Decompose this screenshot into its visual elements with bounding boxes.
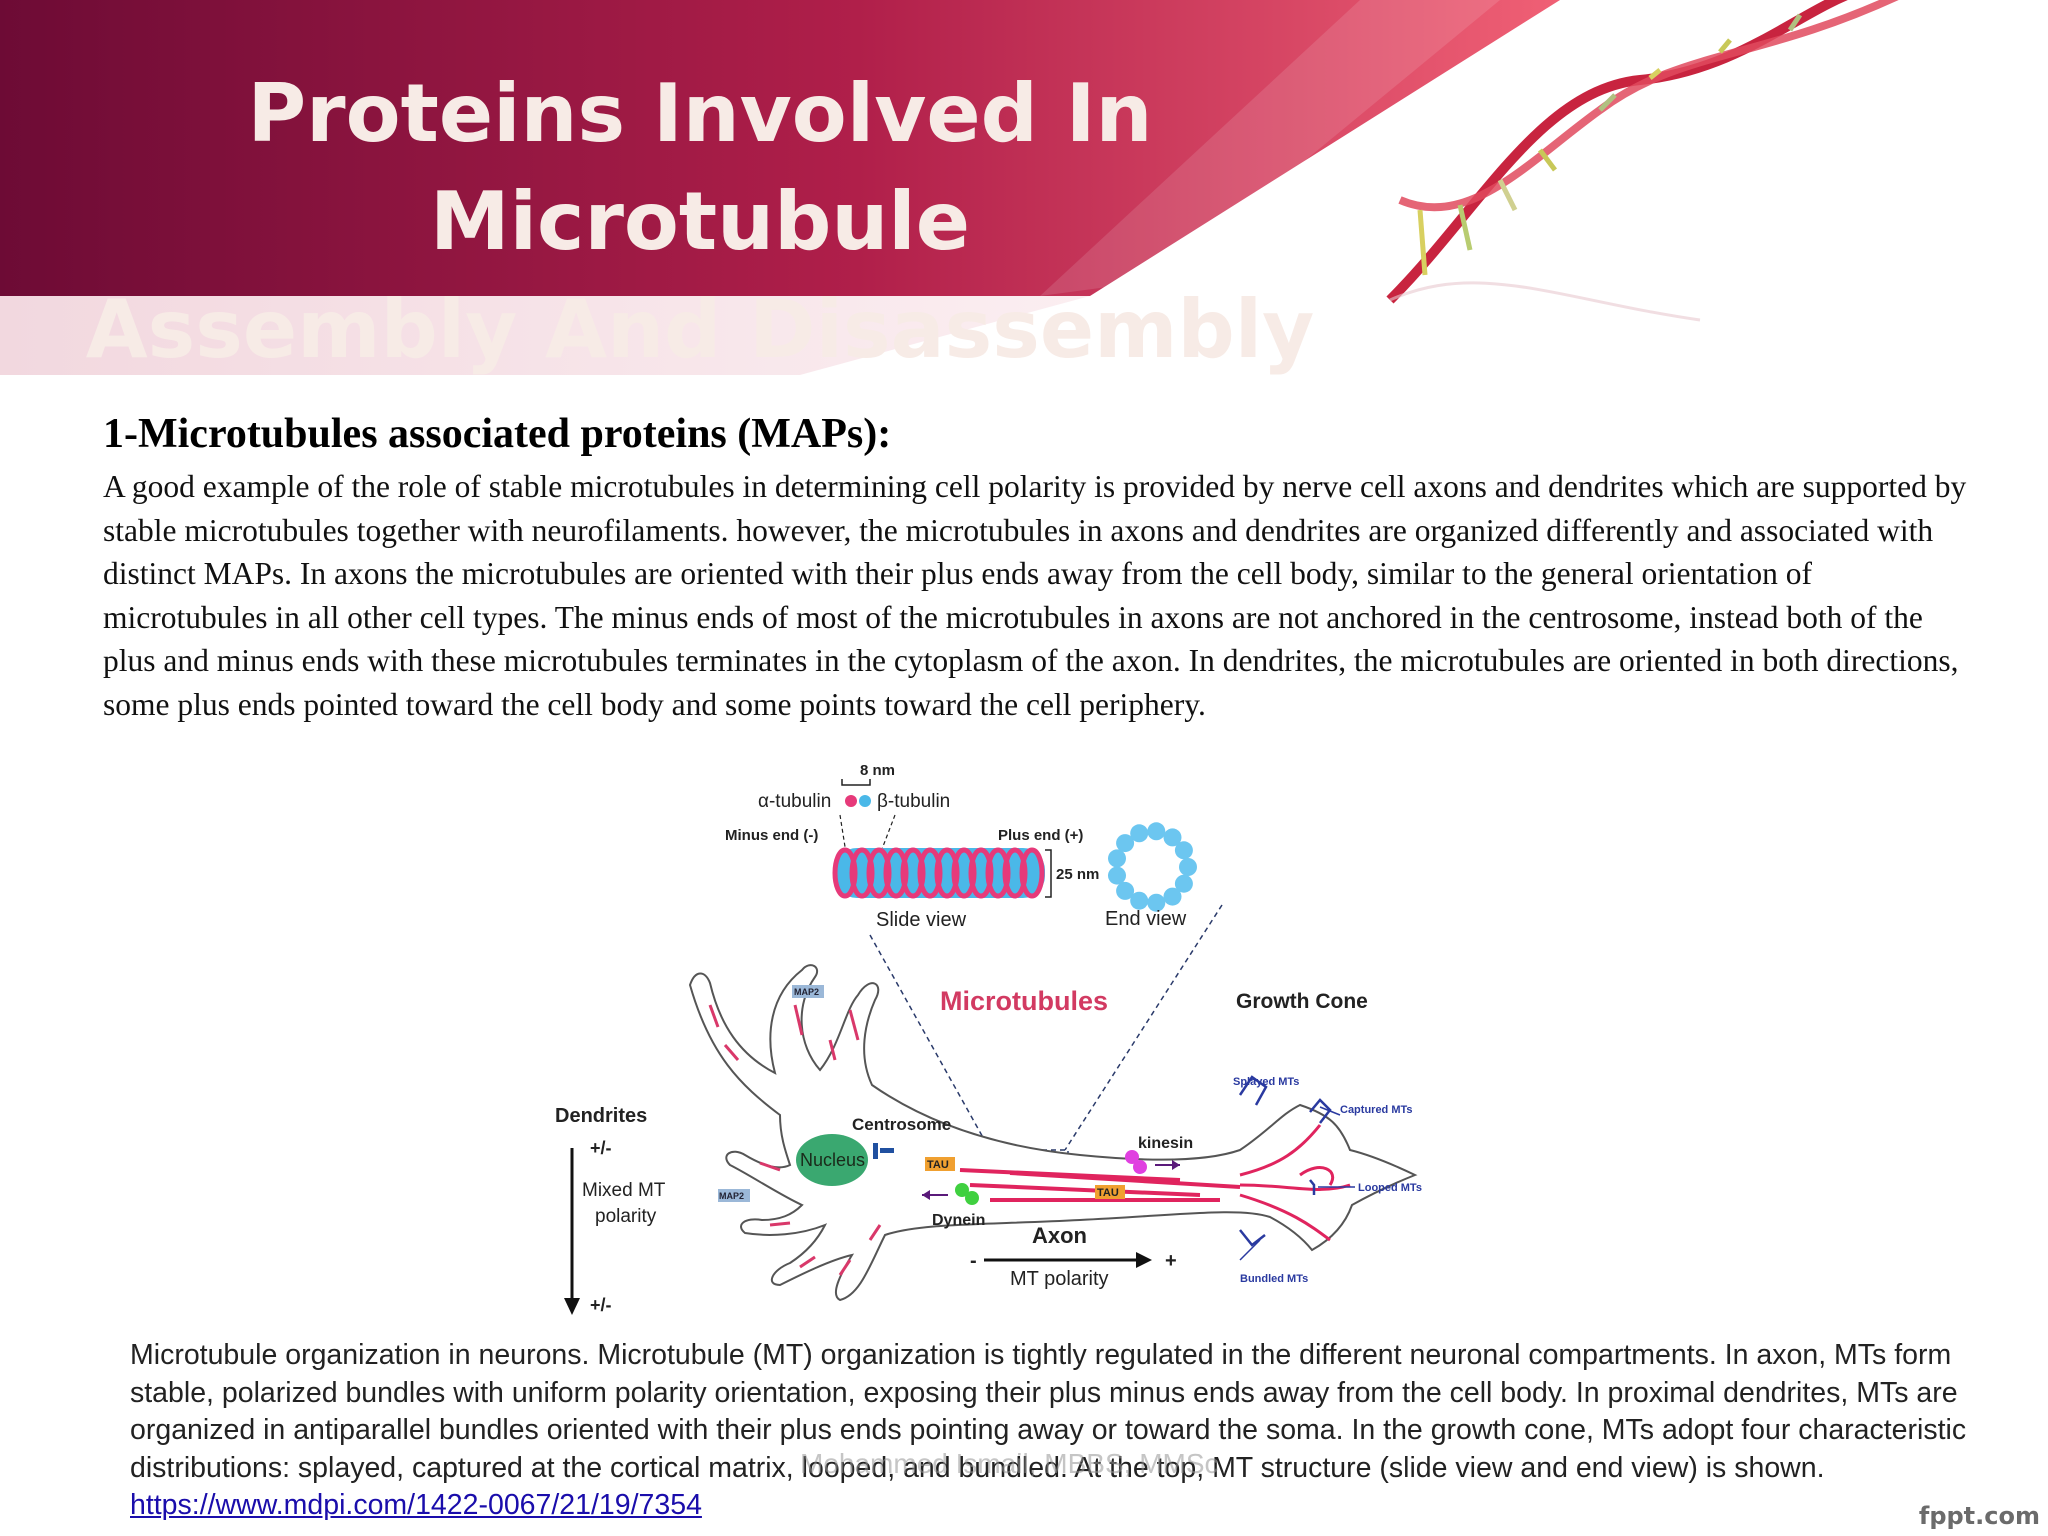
label-plus-minus-bottom: +/-	[590, 1295, 612, 1315]
alpha-tubulin-dot	[845, 795, 857, 807]
label-dynein: Dynein	[932, 1212, 985, 1229]
label-map2-left: MAP2	[719, 1191, 744, 1201]
end-view-subunit	[1147, 822, 1166, 841]
label-mt-polarity: MT polarity	[1010, 1268, 1109, 1290]
label-nucleus: Nucleus	[800, 1150, 865, 1170]
microtubule-ring	[866, 847, 892, 899]
label-looped-mts: Looped MTs	[1358, 1182, 1422, 1194]
label-beta-tubulin: β-tubulin	[877, 791, 950, 812]
label-slide-view: Slide view	[876, 909, 967, 931]
label-8nm: 8 nm	[860, 762, 895, 779]
microtubule-ring	[883, 847, 909, 899]
beta-tubulin-dot	[859, 795, 871, 807]
end-view-subunit	[1130, 891, 1149, 910]
microtubule-ring	[900, 847, 926, 899]
microtubule-ring	[1002, 847, 1028, 899]
label-plus-end: Plus end (+)	[998, 827, 1083, 844]
end-view-subunit	[1179, 858, 1197, 876]
microtubule-slide-view	[832, 847, 1045, 899]
banner-main-shape	[0, 0, 1560, 296]
microtubule-ring	[985, 847, 1011, 899]
microtubule-ring	[849, 847, 875, 899]
growth-cone-microtubules	[1239, 1124, 1351, 1242]
label-tau-left: TAU	[927, 1159, 949, 1171]
figure-caption: Microtubule organization in neurons. Mic…	[130, 1337, 1980, 1525]
end-view-subunit	[1116, 834, 1135, 853]
microtubule-ring	[832, 847, 858, 899]
author-watermark: Mohammed Ismail, MBBS, MMSc	[800, 1448, 1219, 1479]
label-axon-plus: +	[1165, 1250, 1177, 1272]
slide-title: Proteins Involved In Microtubule Assembl…	[0, 60, 1400, 375]
growth-cone-markers	[1238, 1075, 1332, 1247]
label-axon: Axon	[1032, 1223, 1087, 1248]
microtubule-ring	[968, 847, 994, 899]
title-line-1: Proteins Involved In Microtubule	[247, 67, 1153, 268]
end-view-subunit	[1130, 824, 1149, 843]
microtubule-end-view	[1108, 822, 1197, 912]
label-plus-minus-top: +/-	[590, 1138, 612, 1158]
label-growth-cone: Growth Cone	[1236, 990, 1368, 1013]
kinesin-motor	[1125, 1150, 1139, 1164]
end-view-subunit	[1147, 893, 1166, 912]
tau-left-marker	[925, 1157, 955, 1171]
centrosome-marker	[873, 1143, 878, 1159]
section-heading: 1-Microtubules associated proteins (MAPs…	[103, 411, 892, 457]
site-watermark: fppt.com	[1918, 1502, 2040, 1530]
label-centrosome: Centrosome	[852, 1115, 951, 1134]
label-end-view: End view	[1105, 908, 1187, 930]
tau-right-marker	[1095, 1185, 1125, 1199]
label-mixed-mt: Mixed MT	[582, 1180, 666, 1201]
header-banner	[0, 0, 1899, 375]
label-map2-top: MAP2	[794, 987, 819, 997]
banner-fade-shape	[0, 296, 1090, 375]
end-view-subunit	[1163, 828, 1182, 847]
end-view-subunit	[1163, 887, 1182, 906]
end-view-subunit	[1174, 874, 1193, 893]
banner-highlight	[1040, 0, 1500, 296]
axon-microtubules	[959, 1168, 1241, 1202]
microtubule-ring	[1019, 847, 1045, 899]
neuron-outline	[688, 964, 1418, 1302]
microtubule-ring	[951, 847, 977, 899]
label-splayed-mts: Splayed MTs	[1233, 1076, 1299, 1088]
map2-top-marker	[792, 985, 824, 998]
title-line-2: Assembly And Disassembly	[85, 283, 1315, 375]
map2-left-marker	[718, 1189, 750, 1202]
label-25nm: 25 nm	[1056, 866, 1099, 883]
end-view-subunit	[1108, 866, 1126, 885]
dna-helix-image	[1386, 0, 1899, 322]
label-microtubules: Microtubules	[940, 986, 1108, 1016]
end-view-subunit	[1174, 841, 1193, 860]
label-polarity: polarity	[595, 1206, 657, 1227]
label-minus-end: Minus end (-)	[725, 827, 818, 844]
dendrite-microtubules	[708, 1004, 882, 1276]
label-tau-right: TAU	[1097, 1187, 1119, 1199]
caption-text: Microtubule organization in neurons. Mic…	[130, 1339, 1967, 1484]
microtubule-ring	[934, 847, 960, 899]
label-dendrites: Dendrites	[555, 1105, 647, 1127]
slide-header: Proteins Involved In Microtubule Assembl…	[0, 0, 2048, 375]
body-paragraph: A good example of the role of stable mic…	[103, 469, 1967, 722]
caption-source-link[interactable]: https://www.mdpi.com/1422-0067/21/19/735…	[130, 1489, 702, 1521]
end-view-subunit	[1108, 849, 1126, 868]
microtubule-ring	[917, 847, 943, 899]
label-bundled-mts: Bundled MTs	[1240, 1273, 1308, 1285]
neuron-microtubule-figure: 8 nm α-tubulin β-tubulin Minus end (-) P…	[540, 755, 1460, 1320]
end-view-subunit	[1116, 881, 1135, 900]
label-alpha-tubulin: α-tubulin	[758, 791, 831, 812]
nucleus	[796, 1134, 868, 1186]
label-axon-minus: -	[970, 1250, 977, 1272]
label-kinesin: kinesin	[1138, 1135, 1193, 1152]
label-captured-mts: Captured MTs	[1340, 1104, 1413, 1116]
dynein-motor	[955, 1183, 969, 1197]
